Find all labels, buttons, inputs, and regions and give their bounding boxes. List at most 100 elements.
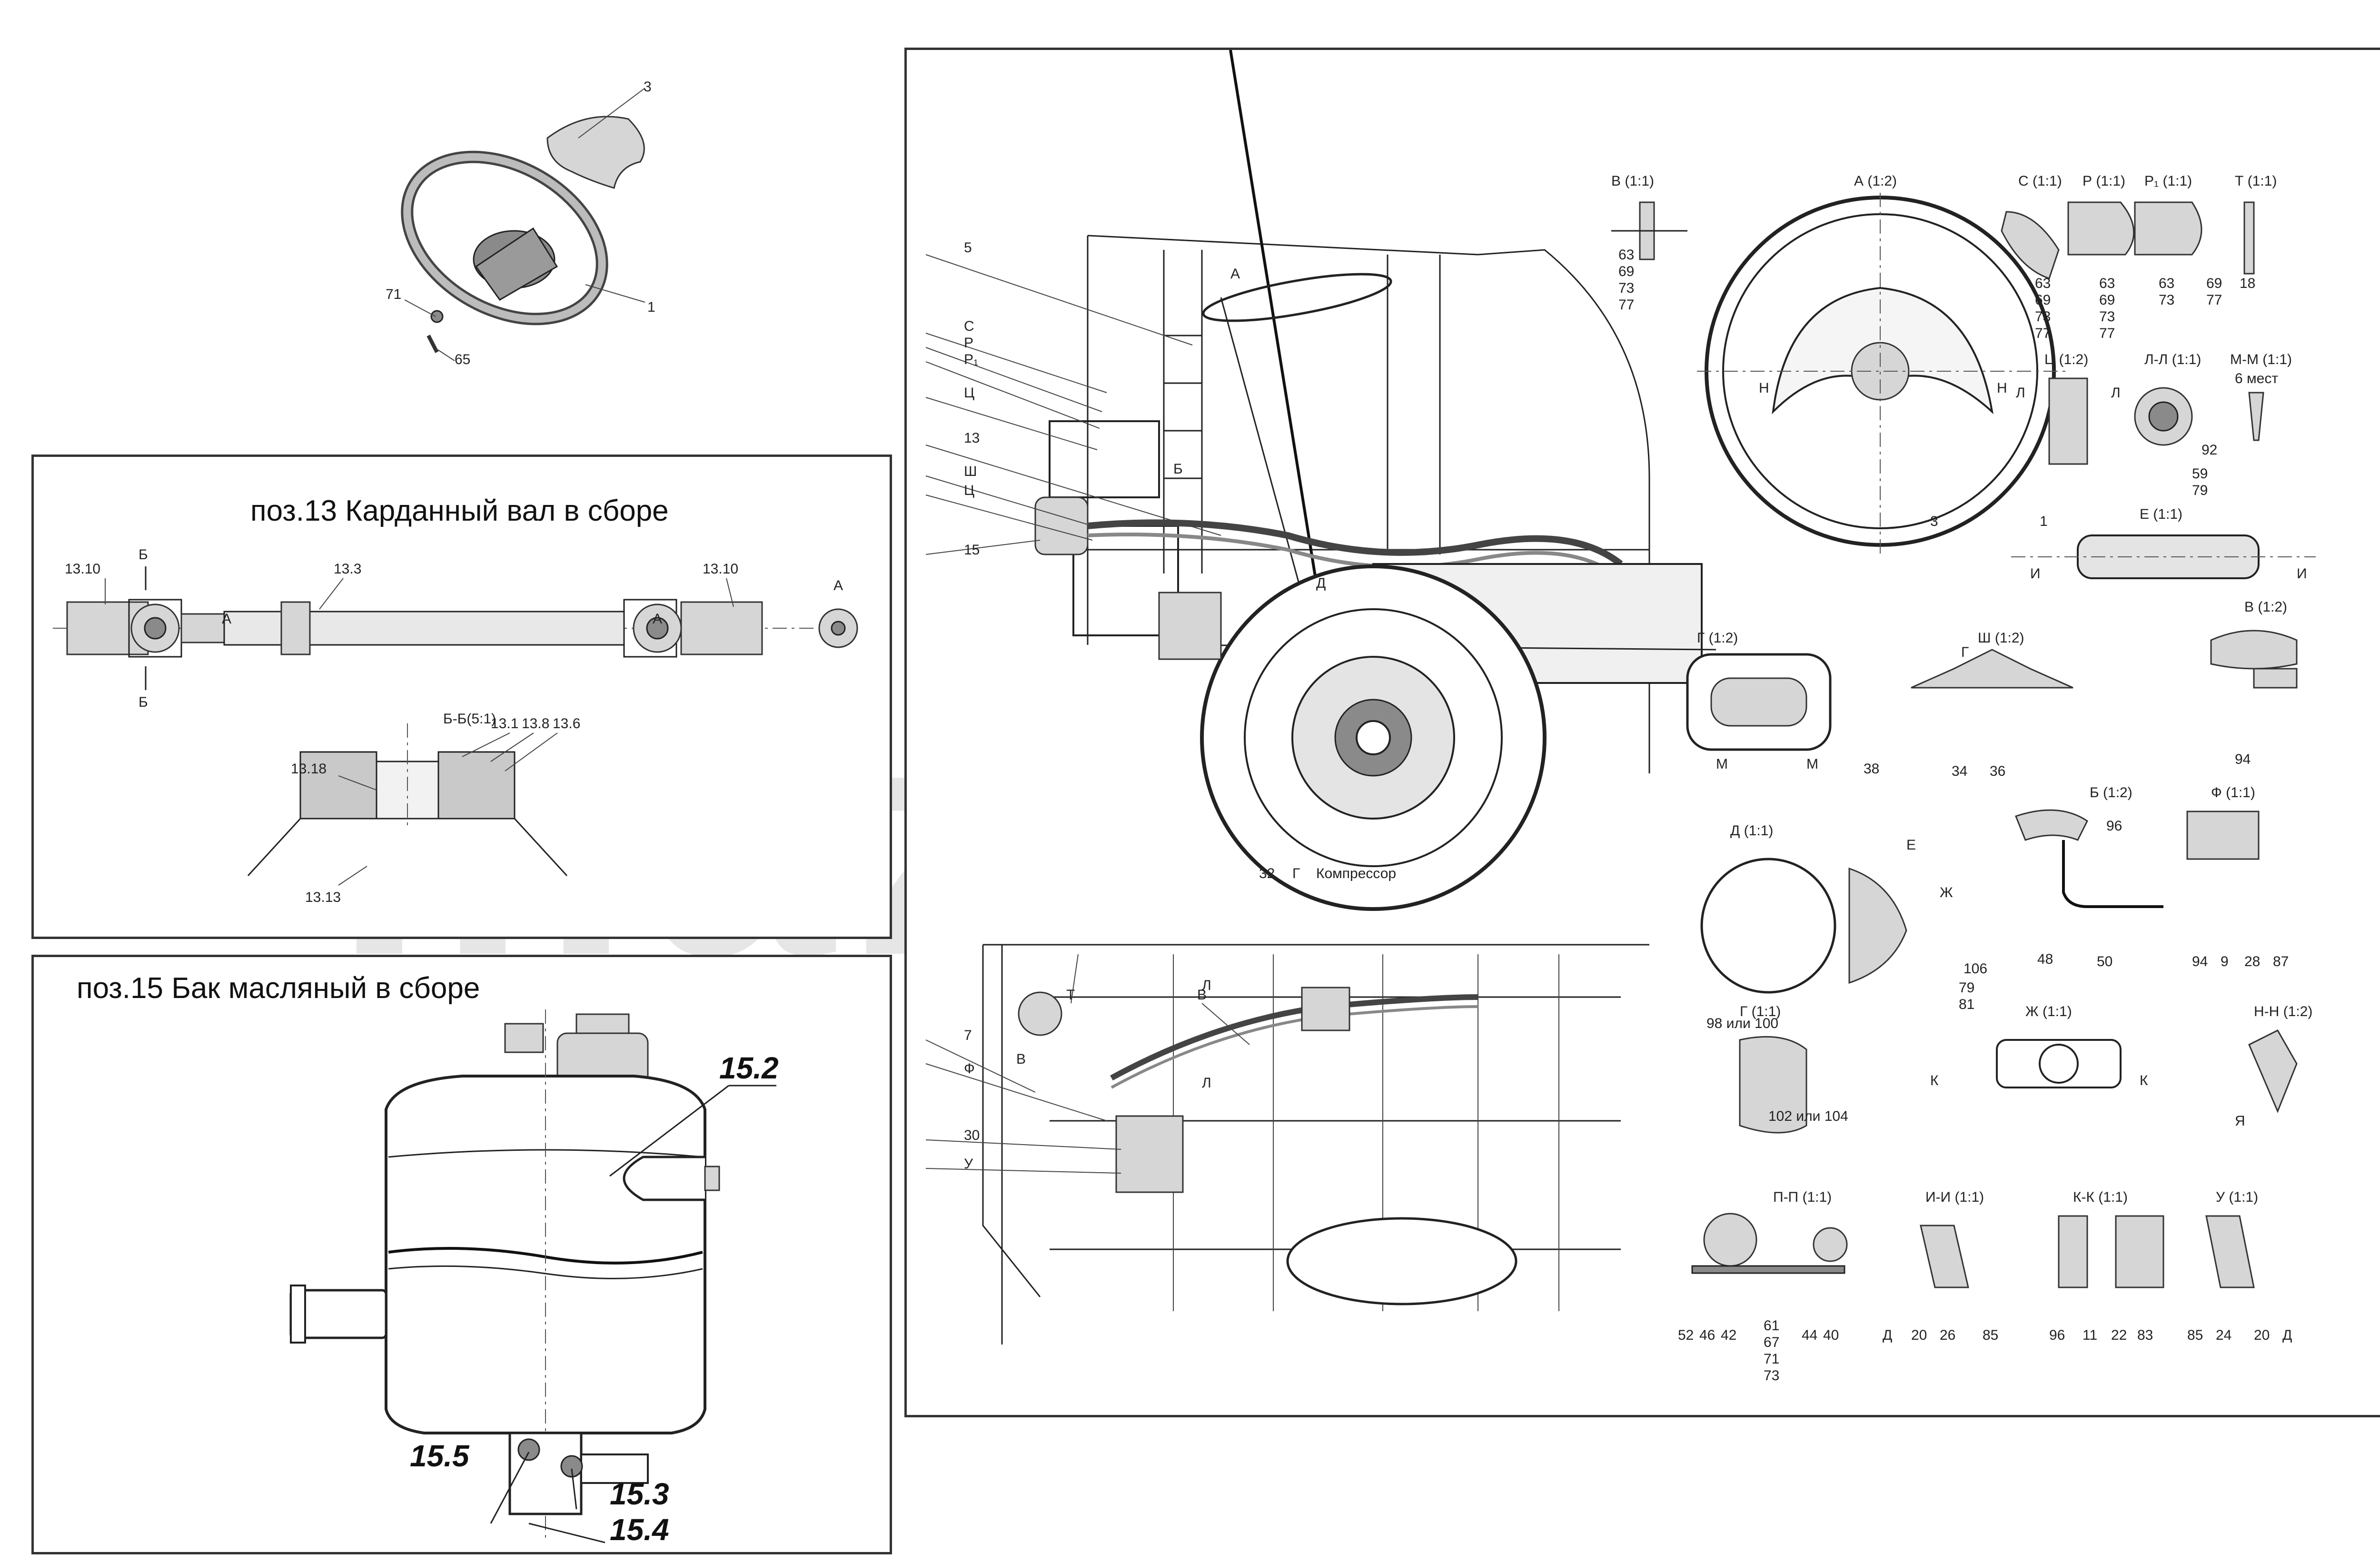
svg-text:1: 1 xyxy=(2040,514,2048,529)
svg-text:77: 77 xyxy=(2206,292,2222,308)
view-f-1-1: Ф (1:1) 94 9 28 87 xyxy=(2186,785,2289,969)
view-a-steering-wheel: А (1:2) Н Н 3 1 xyxy=(1697,173,2068,554)
view-i-i-1-1: И-И (1:1) Д 20 26 85 xyxy=(1883,1189,1998,1343)
callout-r1: Р₁ xyxy=(964,352,978,367)
callout-65: 65 xyxy=(455,352,470,367)
spare-wheel xyxy=(1286,1217,1517,1305)
svg-text:Н: Н xyxy=(1997,380,2007,396)
svg-text:28: 28 xyxy=(2244,954,2260,969)
callout-v-2: В xyxy=(1016,1051,1026,1067)
svg-text:Н-Н (1:2): Н-Н (1:2) xyxy=(2254,1004,2312,1019)
view-e-1-1: Е (1:1) И И xyxy=(2011,506,2316,582)
svg-text:42: 42 xyxy=(1721,1327,1736,1343)
svg-text:79: 79 xyxy=(2192,483,2208,498)
callout-ts-2: Ц xyxy=(964,483,974,498)
svg-text:Д: Д xyxy=(1883,1327,1892,1343)
svg-text:96: 96 xyxy=(2049,1327,2065,1343)
view-g-1-1: Г (1:1) 102 или 104 xyxy=(1739,1004,1848,1134)
oil-tank-drawing: 15.2 15.5 15.3 15.4 xyxy=(289,1009,779,1547)
callout-15-4: 15.4 xyxy=(610,1513,669,1547)
svg-text:77: 77 xyxy=(2099,326,2115,341)
callout-13: 13 xyxy=(964,430,980,446)
svg-text:М-М (1:1): М-М (1:1) xyxy=(2230,352,2292,367)
callout-3: 3 xyxy=(644,79,652,95)
callout-5: 5 xyxy=(964,240,972,256)
callout-15-5: 15.5 xyxy=(410,1439,470,1473)
callout-v: В xyxy=(1197,987,1207,1003)
svg-text:Г (1:2): Г (1:2) xyxy=(1697,630,1738,646)
svg-text:В (1:2): В (1:2) xyxy=(2244,599,2287,615)
callout-13-6: 13.6 xyxy=(553,716,580,732)
svg-text:69: 69 xyxy=(2206,276,2222,291)
svg-text:А (1:2): А (1:2) xyxy=(1854,173,1897,189)
callout-d: Д xyxy=(1316,575,1326,591)
callout-section-b-top: Б xyxy=(139,547,148,563)
view-v-1-2: В (1:2) 94 xyxy=(2210,599,2298,767)
view-r-1-1: Р (1:1) 63 69 73 77 xyxy=(2067,173,2135,341)
steering-system-drawing: 5 С Р Р₁ Ц 13 Ш Ц 15 Т В 7 В Ф 30 У 32 Г… xyxy=(925,49,2316,1384)
svg-text:77: 77 xyxy=(1618,297,1634,313)
svg-text:77: 77 xyxy=(2035,326,2051,341)
svg-text:Р₁ (1:1): Р₁ (1:1) xyxy=(2144,173,2192,189)
cardan-shaft-drawing: 13.10 Б 13.3 13.10 А Б А А Б-Б(5:1) 13.1… xyxy=(53,547,858,905)
view-zh-1-1: Ж (1:1) К К xyxy=(1930,1004,2148,1088)
svg-text:44: 44 xyxy=(1802,1327,1817,1343)
svg-text:Ф (1:1): Ф (1:1) xyxy=(2211,785,2255,801)
svg-text:73: 73 xyxy=(1618,280,1634,296)
callout-end-view-a: А xyxy=(833,578,843,593)
svg-text:94: 94 xyxy=(2192,954,2208,969)
svg-text:73: 73 xyxy=(2099,309,2115,325)
view-b-1-2: Б (1:2) 96 48 50 xyxy=(2015,785,2163,969)
callout-view-a-right: А xyxy=(653,611,662,627)
callout-15-3: 15.3 xyxy=(610,1477,669,1511)
svg-text:26: 26 xyxy=(1940,1327,1955,1343)
svg-text:83: 83 xyxy=(2137,1327,2153,1343)
svg-text:69: 69 xyxy=(2035,292,2051,308)
svg-text:81: 81 xyxy=(1959,997,1974,1012)
svg-text:85: 85 xyxy=(2187,1327,2203,1343)
svg-text:Ж: Ж xyxy=(1940,885,1953,900)
callout-b: Б xyxy=(1173,461,1183,477)
svg-text:11: 11 xyxy=(2082,1327,2097,1343)
svg-text:В (1:1): В (1:1) xyxy=(1611,173,1654,189)
callout-view-a-left: А xyxy=(222,611,231,627)
svg-text:46: 46 xyxy=(1699,1327,1715,1343)
svg-text:И: И xyxy=(2297,566,2307,582)
callout-13-3: 13.3 xyxy=(334,561,361,577)
callout-f: Ф xyxy=(964,1061,975,1077)
view-k-k-1-1: К-К (1:1) 96 11 22 83 xyxy=(2049,1189,2164,1343)
svg-text:61: 61 xyxy=(1764,1318,1779,1334)
callout-section-b-bottom: Б xyxy=(139,694,148,710)
callout-t: Т xyxy=(1066,987,1075,1003)
callout-7: 7 xyxy=(964,1028,972,1043)
view-n-n-1-2: Н-Н (1:2) Я xyxy=(2235,1004,2312,1129)
tank-panel-title: поз.15 Бак масляный в сборе xyxy=(77,972,480,1005)
svg-text:79: 79 xyxy=(1959,980,1974,996)
callout-c: С xyxy=(964,318,974,334)
callout-13-1: 13.1 xyxy=(491,716,518,732)
svg-text:Е: Е xyxy=(1906,837,1916,853)
svg-text:106: 106 xyxy=(1964,961,1987,977)
callout-a: А xyxy=(1230,266,1240,282)
svg-text:50: 50 xyxy=(2097,954,2112,969)
svg-text:Л: Л xyxy=(2111,385,2121,401)
svg-text:63: 63 xyxy=(2099,276,2115,291)
callout-15-2: 15.2 xyxy=(719,1051,779,1085)
svg-text:73: 73 xyxy=(2159,292,2174,308)
svg-text:85: 85 xyxy=(1983,1327,1998,1343)
svg-text:Д (1:1): Д (1:1) xyxy=(1730,823,1773,839)
callout-13-13: 13.13 xyxy=(305,890,341,905)
svg-text:К: К xyxy=(2140,1073,2148,1088)
svg-text:18: 18 xyxy=(2240,276,2255,291)
svg-text:С (1:1): С (1:1) xyxy=(2018,173,2062,189)
oil-tank-panel: поз.15 Бак масляный в сборе 15.2 15.5 15 xyxy=(31,955,892,1554)
callout-1: 1 xyxy=(647,299,655,315)
cardan-panel-title: поз.13 Карданный вал в сборе xyxy=(250,494,669,527)
steering-system-panel: 5 С Р Р₁ Ц 13 Ш Ц 15 Т В 7 В Ф 30 У 32 Г… xyxy=(904,48,2380,1417)
svg-text:34: 34 xyxy=(1952,763,1967,779)
side-callouts: 5 С Р Р₁ Ц 13 Ш Ц 15 Т В 7 В Ф 30 У 32 Г… xyxy=(925,240,1396,1174)
svg-text:Г: Г xyxy=(1961,644,1969,660)
svg-text:9: 9 xyxy=(2221,954,2229,969)
svg-text:Л: Л xyxy=(2016,385,2025,401)
callout-13-18: 13.18 xyxy=(291,761,327,777)
